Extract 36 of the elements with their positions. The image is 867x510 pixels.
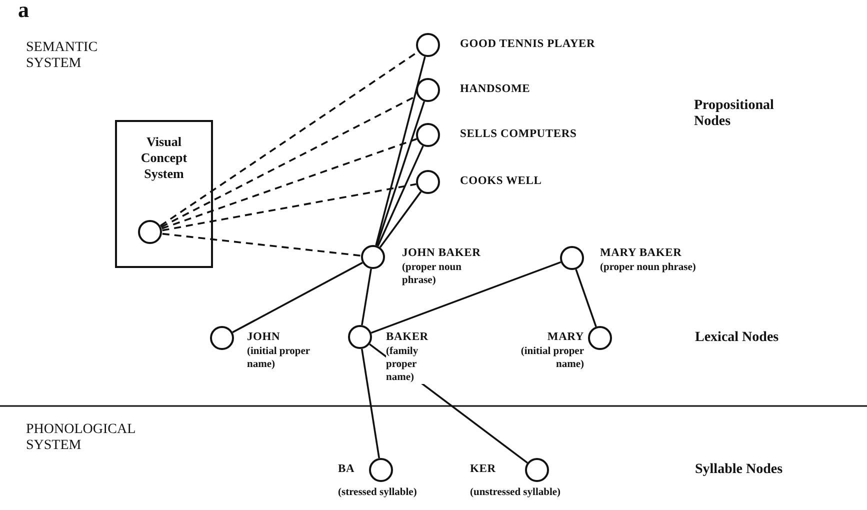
connector-line (361, 268, 372, 326)
system-box (115, 120, 213, 268)
node-circle (361, 245, 385, 269)
node-circle (588, 326, 612, 350)
node-description: (stressed syllable) (338, 486, 417, 499)
node-circle (525, 458, 549, 482)
dashed-line (162, 232, 362, 257)
node-circle (416, 170, 440, 194)
connector-line (376, 101, 426, 246)
connector-line (379, 191, 422, 248)
dashed-line (162, 138, 417, 230)
node-circle (210, 326, 234, 350)
node-circle (348, 325, 372, 349)
node-circle (560, 246, 584, 270)
system-label: PHONOLOGICAL SYSTEM (26, 422, 136, 454)
level-label: Syllable Nodes (695, 462, 784, 478)
node-circle (138, 220, 162, 244)
level-label: Lexical Nodes (695, 330, 780, 346)
node-circle (416, 123, 440, 147)
node-description: (proper noun phrase) (600, 261, 696, 274)
connector-line (370, 261, 562, 334)
connector-line (377, 146, 424, 246)
system-label: SEMANTIC SYSTEM (26, 40, 99, 72)
connector-line (575, 269, 597, 327)
node-circle (416, 78, 440, 102)
box-title: Visual Concept System (140, 134, 188, 182)
level-label: Propositional Nodes (694, 98, 775, 130)
connector-line (375, 56, 426, 246)
node-circle (369, 458, 393, 482)
connector-line (232, 262, 363, 334)
node-description: (unstressed syllable) (470, 486, 561, 499)
node-circle (416, 33, 440, 57)
connector-line (360, 348, 380, 458)
node-description: (initial proper name) (520, 345, 584, 371)
dashed-line (162, 183, 416, 232)
panel-letter: a (18, 2, 29, 18)
